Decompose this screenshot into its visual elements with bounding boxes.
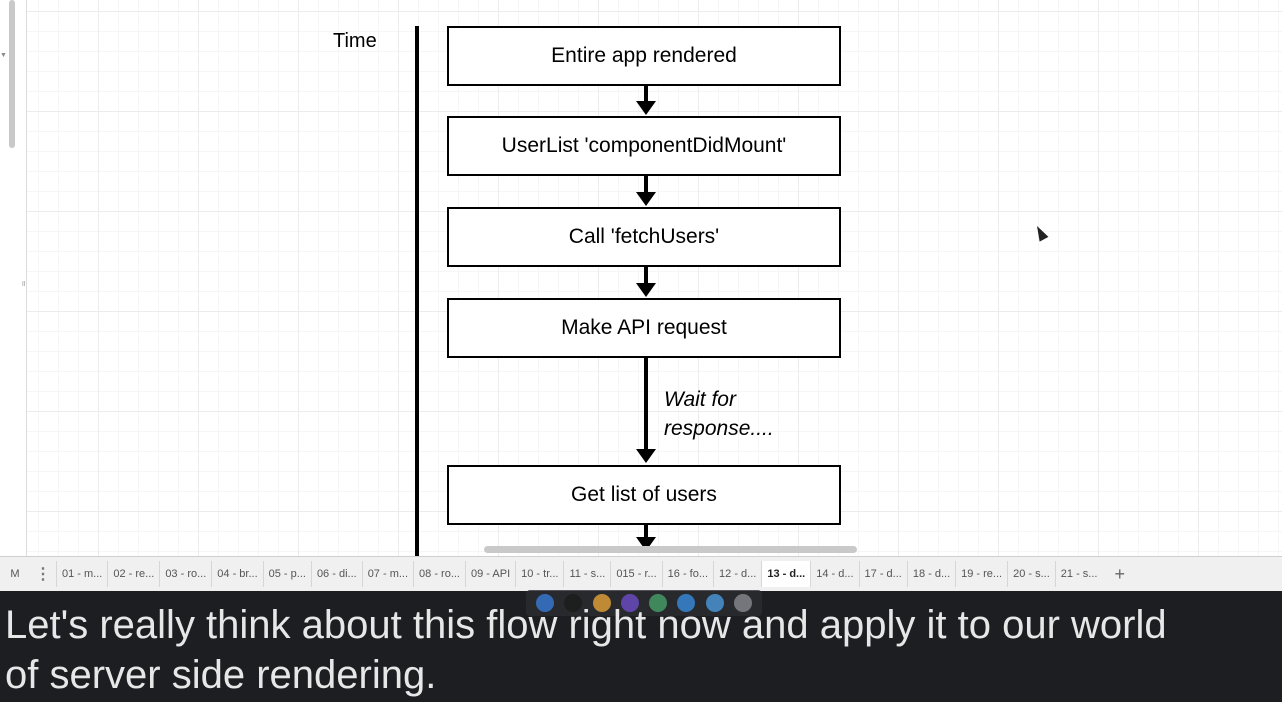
page-tab[interactable]: 01 - m...	[56, 561, 107, 587]
arrow-down-icon	[636, 449, 656, 463]
page-tab[interactable]: 17 - d...	[858, 561, 907, 587]
wait-annotation-line1: Wait for	[664, 388, 736, 411]
time-label: Time	[333, 30, 377, 52]
app-icon[interactable]	[677, 594, 696, 612]
page-tab[interactable]: 08 - ro...	[413, 561, 465, 587]
page-tabs: 01 - m...02 - re...03 - ro...04 - br...0…	[56, 561, 1102, 587]
add-page-icon[interactable]: +	[1114, 563, 1125, 584]
tab-bar-label: M	[10, 568, 20, 580]
page-tab-bar: M ⋮ 01 - m...02 - re...03 - ro...04 - br…	[0, 556, 1282, 591]
dock	[526, 590, 762, 616]
page-tab[interactable]: 015 - r...	[610, 561, 661, 587]
step-call-fetchusers[interactable]: Call 'fetchUsers'	[447, 207, 841, 267]
page-tab[interactable]: 09 - API	[465, 561, 515, 587]
mouse-pointer-icon	[1032, 223, 1049, 242]
vertical-scrollbar[interactable]	[9, 0, 15, 148]
subtitle-line-1: Let's really think about this flow right…	[5, 603, 1167, 647]
dropdown-arrow-icon[interactable]: ▼	[0, 52, 7, 59]
folder-icon[interactable]	[705, 594, 724, 612]
terminal-icon[interactable]	[564, 594, 583, 612]
video-subtitle: Let's really think about this flow right…	[5, 600, 1280, 700]
step-userlist-componentdidmount[interactable]: UserList 'componentDidMount'	[447, 116, 841, 176]
page-tab[interactable]: 20 - s...	[1007, 561, 1055, 587]
left-panel-strip: ▼ ॥	[0, 0, 27, 556]
connector-line	[644, 86, 648, 106]
chat-icon[interactable]	[649, 594, 668, 612]
arrow-down-icon	[636, 283, 656, 297]
wait-annotation[interactable]: Wait for response....	[664, 385, 774, 443]
connector-line	[644, 176, 648, 197]
page-tab[interactable]: 18 - d...	[906, 561, 955, 587]
page-tab[interactable]: 19 - re...	[955, 561, 1007, 587]
page-tab[interactable]: 10 - tr...	[515, 561, 563, 587]
connector-line	[644, 358, 648, 454]
page-tab[interactable]: 14 - d...	[810, 561, 858, 587]
timeline-line	[415, 26, 419, 556]
diagram-canvas[interactable]: ▼ ॥ Time Entire app rendered UserList 'c…	[0, 0, 1282, 556]
step-entire-app-rendered[interactable]: Entire app rendered	[447, 26, 841, 86]
page-tab[interactable]: 05 - p...	[262, 561, 311, 587]
chrome-icon[interactable]	[592, 594, 611, 612]
connector-line	[644, 267, 648, 288]
arrow-down-icon	[636, 101, 656, 115]
trash-icon[interactable]	[733, 594, 752, 612]
subtitle-line-2: of server side rendering.	[5, 653, 437, 697]
page-tab[interactable]: 12 - d...	[713, 561, 761, 587]
arrow-down-icon	[636, 192, 656, 206]
page-tab[interactable]: 03 - ro...	[159, 561, 211, 587]
panel-resize-handle-icon[interactable]: ॥	[21, 279, 26, 288]
page-tab[interactable]: 21 - s...	[1054, 561, 1103, 587]
page-tab[interactable]: 06 - di...	[310, 561, 362, 587]
page-tab[interactable]: 07 - m...	[361, 561, 413, 587]
finder-icon[interactable]	[536, 594, 555, 612]
more-vertical-icon[interactable]: ⋮	[35, 566, 51, 583]
page-tab[interactable]: 13 - d...	[761, 561, 811, 587]
page-tab[interactable]: 11 - s...	[563, 561, 610, 587]
wait-annotation-line2: response....	[664, 417, 774, 440]
page-tab[interactable]: 16 - fo...	[661, 561, 713, 587]
step-make-api-request[interactable]: Make API request	[447, 298, 841, 358]
page-tab[interactable]: 02 - re...	[107, 561, 159, 587]
page-tab[interactable]: 04 - br...	[211, 561, 262, 587]
vpn-icon[interactable]	[620, 594, 639, 612]
horizontal-scrollbar[interactable]	[484, 546, 857, 553]
step-get-list-of-users[interactable]: Get list of users	[447, 465, 841, 525]
